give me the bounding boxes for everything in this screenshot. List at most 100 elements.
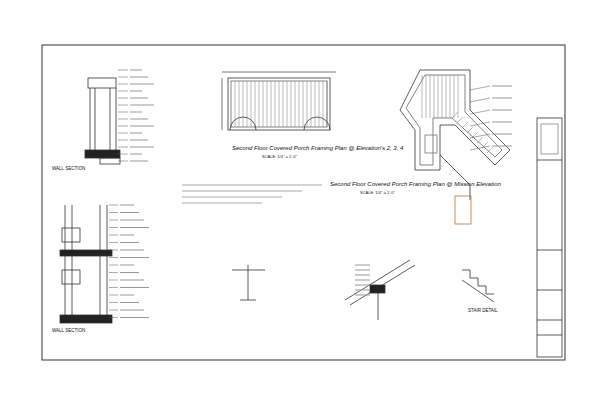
drawing-line — [182, 197, 282, 198]
drawing-line — [467, 127, 473, 133]
drawing-line — [438, 75, 439, 118]
drawing-line — [130, 147, 154, 148]
drawing-line — [283, 81, 284, 127]
drawing-line — [109, 235, 118, 236]
scale-note: SCALE: 1/4" = 1'-0" — [360, 190, 395, 195]
drawing-line — [247, 81, 248, 127]
drawing-line — [255, 81, 256, 127]
drawing-line — [130, 154, 142, 155]
drawing-line — [263, 81, 264, 127]
drawing-line — [279, 81, 280, 127]
drawing-line — [109, 272, 118, 273]
drawing-line — [109, 310, 118, 311]
drawing-line — [487, 147, 493, 153]
drawing-line — [120, 317, 149, 318]
drawing-line — [120, 250, 144, 251]
drawing-line — [470, 122, 490, 126]
drawing-line — [492, 110, 512, 111]
drawing-line — [118, 126, 128, 127]
drawing-line — [118, 154, 128, 155]
drawing-line — [130, 126, 154, 127]
drawing-line — [470, 98, 490, 102]
drawing-line — [130, 133, 142, 134]
drawing-line — [271, 81, 272, 127]
drawing-line — [295, 81, 296, 127]
drawing-line — [492, 146, 512, 147]
section-title: WALL SECTION — [52, 328, 85, 333]
drawing-line — [235, 81, 236, 127]
drawing-line — [120, 235, 134, 236]
drawing-line — [470, 146, 490, 150]
drawing-line — [327, 81, 328, 127]
drawing-line — [130, 112, 142, 113]
drawing-line — [109, 280, 118, 281]
drawing-line — [118, 140, 128, 141]
drawing-line — [120, 242, 139, 243]
drawing-line — [109, 317, 118, 318]
drawing-line — [319, 81, 320, 127]
drawing-line — [303, 81, 304, 127]
drawing-line — [120, 287, 149, 288]
drawing-line — [120, 302, 139, 303]
drawing-line — [182, 185, 322, 186]
drawing-line — [130, 84, 154, 85]
drawing-line — [267, 81, 268, 127]
drawing-line — [120, 272, 139, 273]
framing-and-leaders — [109, 70, 512, 318]
drawing-line — [426, 75, 427, 118]
drawing-line — [452, 112, 458, 118]
drawing-line — [130, 77, 148, 78]
drawing-line — [287, 81, 288, 127]
drawing-line — [434, 75, 435, 118]
drawing-line — [109, 250, 118, 251]
drawing-line — [355, 290, 370, 291]
drawing-line — [470, 86, 490, 90]
drawing-line — [470, 110, 490, 114]
section-title: WALL SECTION — [52, 166, 85, 171]
drawing-line — [120, 205, 134, 206]
drawing-line — [118, 84, 128, 85]
drawing-line — [492, 134, 512, 135]
drawing-line — [355, 265, 370, 266]
detail-title: STAIR DETAIL — [468, 308, 498, 313]
drawing-line — [109, 295, 118, 296]
drawing-line — [239, 81, 240, 127]
drawing-line — [120, 227, 149, 228]
drawing-line — [118, 77, 128, 78]
drawing-line — [118, 161, 128, 162]
drawing-line — [355, 275, 370, 276]
drawing-line — [120, 295, 134, 296]
drawing-line — [492, 98, 512, 99]
drawing-line — [118, 70, 128, 71]
drawing-line — [450, 75, 451, 118]
drawing-line — [109, 265, 118, 266]
plan-title: Second Floor Covered Porch Framing Plan … — [232, 145, 403, 151]
drawing-line — [355, 285, 370, 286]
drawing-line — [243, 81, 244, 127]
drawing-line — [182, 191, 302, 192]
drawing-line — [130, 161, 148, 162]
drawing-line — [311, 81, 312, 127]
drawing-line — [109, 242, 118, 243]
drawing-line — [118, 147, 128, 148]
drawing-line — [130, 119, 148, 120]
drawing-line — [118, 112, 128, 113]
drawing-line — [291, 81, 292, 127]
drawing-line — [130, 70, 142, 71]
drawing-line — [315, 81, 316, 127]
drawing-line — [118, 98, 128, 99]
drawing-line — [118, 133, 128, 134]
drawing-line — [477, 137, 483, 143]
drawing-line — [355, 295, 370, 296]
drawing-line — [355, 270, 370, 271]
drawing-line — [109, 205, 118, 206]
drawing-line — [462, 122, 468, 128]
drawing-line — [454, 75, 455, 118]
drawing-line — [130, 91, 142, 92]
drawing-line — [492, 122, 512, 123]
scale-note: SCALE: 1/4" = 1'-0" — [262, 154, 297, 159]
drawing-line — [299, 81, 300, 127]
drawing-line — [422, 75, 423, 118]
drawing-line — [182, 203, 262, 204]
drawing-line — [457, 117, 463, 123]
